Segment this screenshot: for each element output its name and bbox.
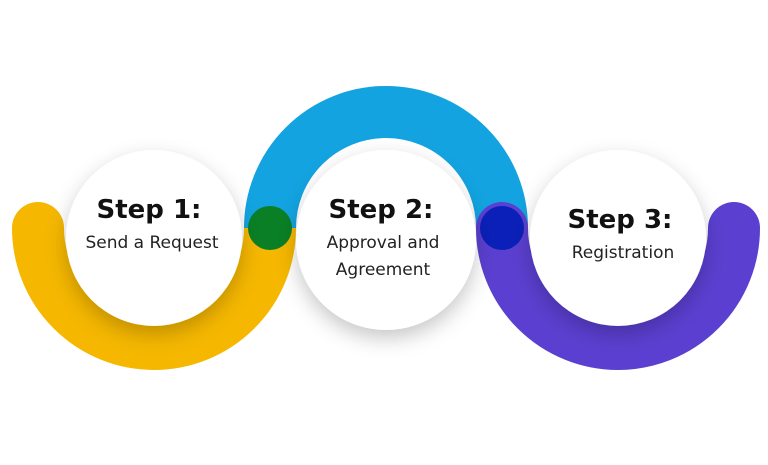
step-1: Step 1: Send a Request: [66, 150, 242, 326]
step-3: Step 3: Registration: [530, 150, 706, 326]
step-3-desc-line-1: Registration: [572, 243, 675, 263]
step-1-title: Step 1:: [97, 195, 202, 225]
step-3-title: Step 3:: [568, 205, 673, 235]
step-1-desc-line-1: Send a Request: [85, 233, 218, 253]
step-3-arc: [476, 202, 760, 370]
step-1-2-connector: [248, 206, 292, 250]
step-2-desc-line-1: Approval and: [327, 233, 440, 253]
step-2-desc-line-2: Agreement: [336, 260, 431, 280]
step-3-circle: [530, 150, 706, 326]
step-2-title: Step 2:: [329, 195, 434, 225]
step-1-arc: [12, 202, 296, 370]
step-2-3-connector: [480, 206, 524, 250]
step-2: Step 2: Approval and Agreement: [296, 150, 476, 330]
step-2-circle: [296, 150, 476, 330]
step-2-arc: [244, 86, 528, 229]
step-1-circle: [66, 150, 242, 326]
